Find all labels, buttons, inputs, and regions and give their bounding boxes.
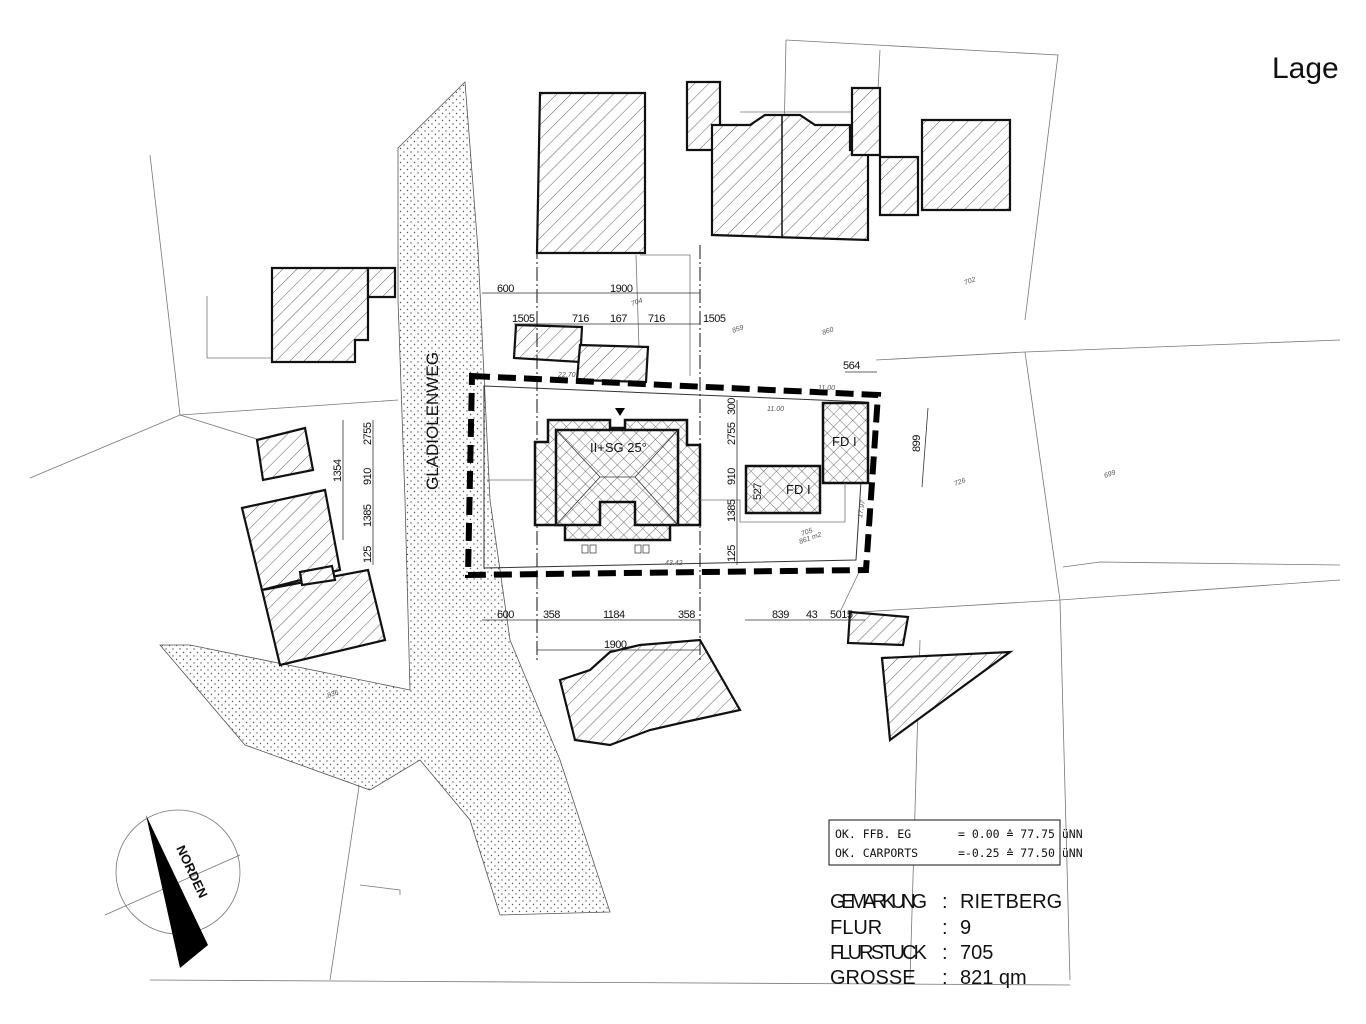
dim-label: 300 [726,398,738,415]
dim-label: 1900 [604,639,627,651]
dim-label: 1385 [726,499,738,522]
dim-label: 358 [678,609,695,621]
dim-label: 167 [610,313,627,325]
elevation-value: =-0.25 ≙ 77.50 üNN [958,846,1083,860]
boundary-length: 11.00 [767,406,784,413]
north-arrow: NORDEN [104,809,241,968]
dim-label: 125 [362,546,374,563]
parcel-number: 726 [953,477,966,488]
info-colon: : [942,942,948,964]
info-value: 705 [960,942,993,964]
carport-label: FD I [832,434,857,449]
dim-label: 600 [497,609,514,621]
plot-inner-line [483,385,867,569]
parcel-number: 836 [326,689,339,700]
dim-label: 2755 [362,422,374,445]
dim-label: 1900 [610,283,633,295]
parcel-number: 859 [731,324,744,335]
elevation-value: = 0.00 ≙ 77.75 üNN [958,827,1083,841]
dim-label: 716 [648,313,665,325]
parcel-number: 699 [1103,469,1116,480]
street-name: GLADIOLENWEG [423,352,442,490]
neighbour-buildings [240,80,1014,747]
dim-label: 43 [806,609,818,621]
parcel-number: 860 [821,326,834,337]
dim-label: 5015 [830,609,853,621]
dim-label: 839 [772,609,789,621]
info-key: GROSSE [830,967,916,989]
dim-label: 564 [843,360,860,372]
boundary-length: 43.42 [665,560,683,567]
boundary-length: 22.70 [557,372,576,379]
road-gladiolenweg [159,81,611,916]
boundary-length: 11.00 [818,385,835,392]
dim-label: 125 [726,545,738,562]
info-colon: : [942,891,948,913]
carport [821,401,870,485]
title: Lage [1272,52,1339,85]
parcel-number: 704 [630,297,643,308]
parcel-info: GEMARKUNG : RIETBERG FLUR : 9 FLURSTUCK … [830,891,1062,989]
parcel-number: 705 [800,527,813,538]
dimension-lines [342,292,929,651]
dim-label: 910 [726,468,738,485]
info-value: 9 [960,917,971,939]
info-colon: : [942,967,948,989]
garage-label: FD I [786,482,811,497]
dim-label: 600 [497,283,514,295]
info-key: GEMARKUNG [830,891,927,913]
house-label: II+SG 25° [590,440,647,455]
dim-label: 1354 [332,459,344,482]
dim-label: 1505 [512,313,535,325]
dim-label: 358 [543,609,560,621]
dim-label: 716 [572,313,589,325]
dim-label: 527 [752,483,764,500]
dim-label: 1505 [703,313,726,325]
dim-label: 1184 [603,609,625,621]
elevation-label: OK. CARPORTS [835,846,918,860]
info-colon: : [942,917,948,939]
dim-label: 2755 [726,422,738,445]
info-key: FLURSTUCK [830,942,928,964]
dim-label: 899 [911,435,923,452]
dim-label: 1385 [362,504,374,527]
parcel-number: 702 [963,276,976,287]
info-value: 821 qm [960,967,1027,989]
info-value: RIETBERG [960,891,1062,913]
elevation-table [828,819,1061,866]
main-house: II+SG 25° [533,408,702,554]
elevation-label: OK. FFB. EG [835,827,911,841]
info-key: FLUR [830,917,882,939]
plot-boundary [464,372,882,579]
dim-label: 910 [362,468,374,485]
boundary-length: 17.97 [857,499,867,519]
garage [744,464,822,515]
